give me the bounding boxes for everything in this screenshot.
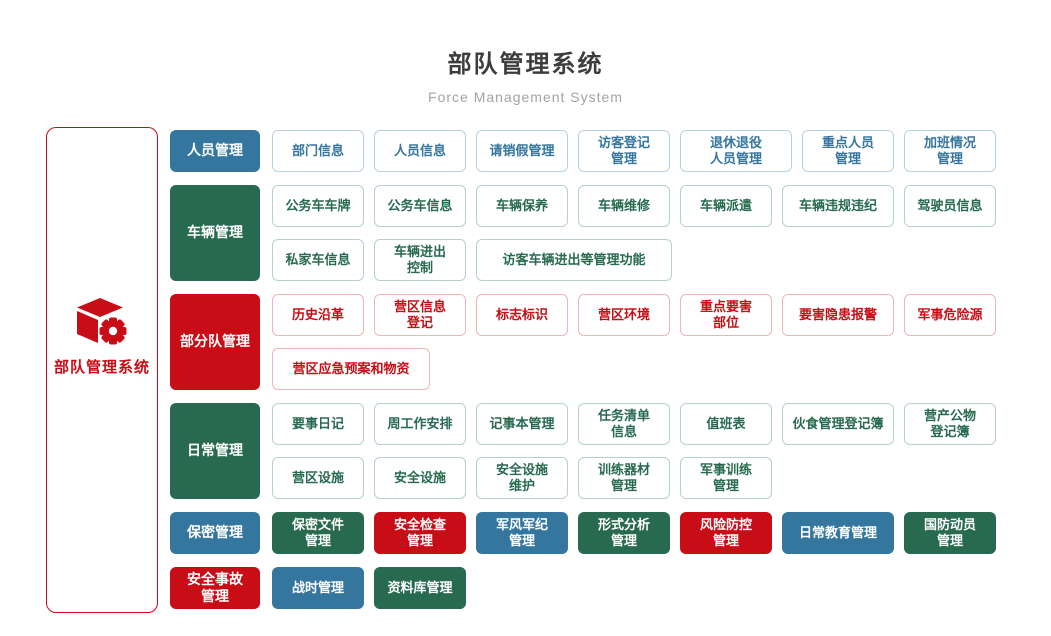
module-item[interactable]: 记事本管理 [476, 403, 568, 445]
root-node-label: 部队管理系统 [53, 358, 150, 376]
cube-gear-icon [77, 297, 127, 344]
module-rows: 人员管理部门信息人员信息请销假管理访客登记 管理退休退役 人员管理重点人员 管理… [170, 130, 1015, 609]
module-item[interactable]: 部门信息 [272, 130, 364, 172]
module-item[interactable]: 访客登记 管理 [578, 130, 670, 172]
module-items: 战时管理资料库管理 [272, 567, 1012, 609]
module-item[interactable]: 军风军纪 管理 [476, 512, 568, 554]
module-item[interactable]: 资料库管理 [374, 567, 466, 609]
module-item[interactable]: 退休退役 人员管理 [680, 130, 792, 172]
module-item[interactable]: 营区应急预案和物资 [272, 348, 430, 390]
module-item[interactable]: 任务清单 信息 [578, 403, 670, 445]
category-secrecy[interactable]: 保密管理 [170, 512, 260, 554]
module-item[interactable]: 标志标识 [476, 294, 568, 336]
module-item[interactable]: 历史沿革 [272, 294, 364, 336]
module-item[interactable]: 营区环境 [578, 294, 670, 336]
module-item[interactable]: 战时管理 [272, 567, 364, 609]
root-node[interactable]: 部队管理系统 [46, 127, 158, 613]
module-items: 要事日记周工作安排记事本管理任务清单 信息值班表伙食管理登记簿营产公物 登记簿营… [272, 403, 1012, 499]
module-item[interactable]: 要事日记 [272, 403, 364, 445]
module-item[interactable]: 车辆保养 [476, 185, 568, 227]
module-row: 部分队管理历史沿革营区信息 登记标志标识营区环境重点要害 部位要害隐患报警军事危… [170, 294, 1015, 390]
module-item[interactable]: 周工作安排 [374, 403, 466, 445]
module-row: 日常管理要事日记周工作安排记事本管理任务清单 信息值班表伙食管理登记簿营产公物 … [170, 403, 1015, 499]
module-items: 部门信息人员信息请销假管理访客登记 管理退休退役 人员管理重点人员 管理加班情况… [272, 130, 1012, 172]
category-accident[interactable]: 安全事故 管理 [170, 567, 260, 609]
module-item[interactable]: 私家车信息 [272, 239, 364, 281]
module-item[interactable]: 安全检查 管理 [374, 512, 466, 554]
module-item[interactable]: 安全设施 [374, 457, 466, 499]
module-item[interactable]: 军事危险源 [904, 294, 996, 336]
module-item[interactable]: 国防动员 管理 [904, 512, 996, 554]
category-daily[interactable]: 日常管理 [170, 403, 260, 499]
module-items: 历史沿革营区信息 登记标志标识营区环境重点要害 部位要害隐患报警军事危险源营区应… [272, 294, 1012, 390]
module-item[interactable]: 重点人员 管理 [802, 130, 894, 172]
module-item[interactable]: 营产公物 登记簿 [904, 403, 996, 445]
module-item[interactable]: 车辆维修 [578, 185, 670, 227]
module-item[interactable]: 公务车信息 [374, 185, 466, 227]
module-row: 车辆管理公务车车牌公务车信息车辆保养车辆维修车辆派遣车辆违规违纪驾驶员信息私家车… [170, 185, 1015, 281]
category-personnel[interactable]: 人员管理 [170, 130, 260, 172]
page-subtitle: Force Management System [428, 89, 623, 105]
module-item[interactable]: 营区信息 登记 [374, 294, 466, 336]
category-unit[interactable]: 部分队管理 [170, 294, 260, 390]
module-item[interactable]: 军事训练 管理 [680, 457, 772, 499]
module-item[interactable]: 请销假管理 [476, 130, 568, 172]
category-vehicle[interactable]: 车辆管理 [170, 185, 260, 281]
module-item[interactable]: 人员信息 [374, 130, 466, 172]
module-item[interactable]: 公务车车牌 [272, 185, 364, 227]
module-item[interactable]: 保密文件 管理 [272, 512, 364, 554]
module-item[interactable]: 驾驶员信息 [904, 185, 996, 227]
module-item[interactable]: 车辆违规违纪 [782, 185, 894, 227]
module-item[interactable]: 营区设施 [272, 457, 364, 499]
module-item[interactable]: 要害隐患报警 [782, 294, 894, 336]
module-item[interactable]: 车辆进出 控制 [374, 239, 466, 281]
module-item[interactable]: 重点要害 部位 [680, 294, 772, 336]
module-item[interactable]: 日常教育管理 [782, 512, 894, 554]
module-item[interactable]: 值班表 [680, 403, 772, 445]
module-item[interactable]: 风险防控 管理 [680, 512, 772, 554]
module-row: 人员管理部门信息人员信息请销假管理访客登记 管理退休退役 人员管理重点人员 管理… [170, 130, 1015, 172]
module-item[interactable]: 访客车辆进出等管理功能 [476, 239, 672, 281]
module-item[interactable]: 安全设施 维护 [476, 457, 568, 499]
module-item[interactable]: 形式分析 管理 [578, 512, 670, 554]
module-item[interactable]: 训练器材 管理 [578, 457, 670, 499]
module-item[interactable]: 加班情况 管理 [904, 130, 996, 172]
module-row: 安全事故 管理战时管理资料库管理 [170, 567, 1015, 609]
module-item[interactable]: 伙食管理登记簿 [782, 403, 894, 445]
page-header: 部队管理系统 Force Management System [0, 44, 1051, 105]
module-items: 保密文件 管理安全检查 管理军风军纪 管理形式分析 管理风险防控 管理日常教育管… [272, 512, 1012, 554]
module-item[interactable]: 车辆派遣 [680, 185, 772, 227]
module-row: 保密管理保密文件 管理安全检查 管理军风军纪 管理形式分析 管理风险防控 管理日… [170, 512, 1015, 554]
page-title: 部队管理系统 [447, 51, 604, 78]
module-items: 公务车车牌公务车信息车辆保养车辆维修车辆派遣车辆违规违纪驾驶员信息私家车信息车辆… [272, 185, 1012, 281]
